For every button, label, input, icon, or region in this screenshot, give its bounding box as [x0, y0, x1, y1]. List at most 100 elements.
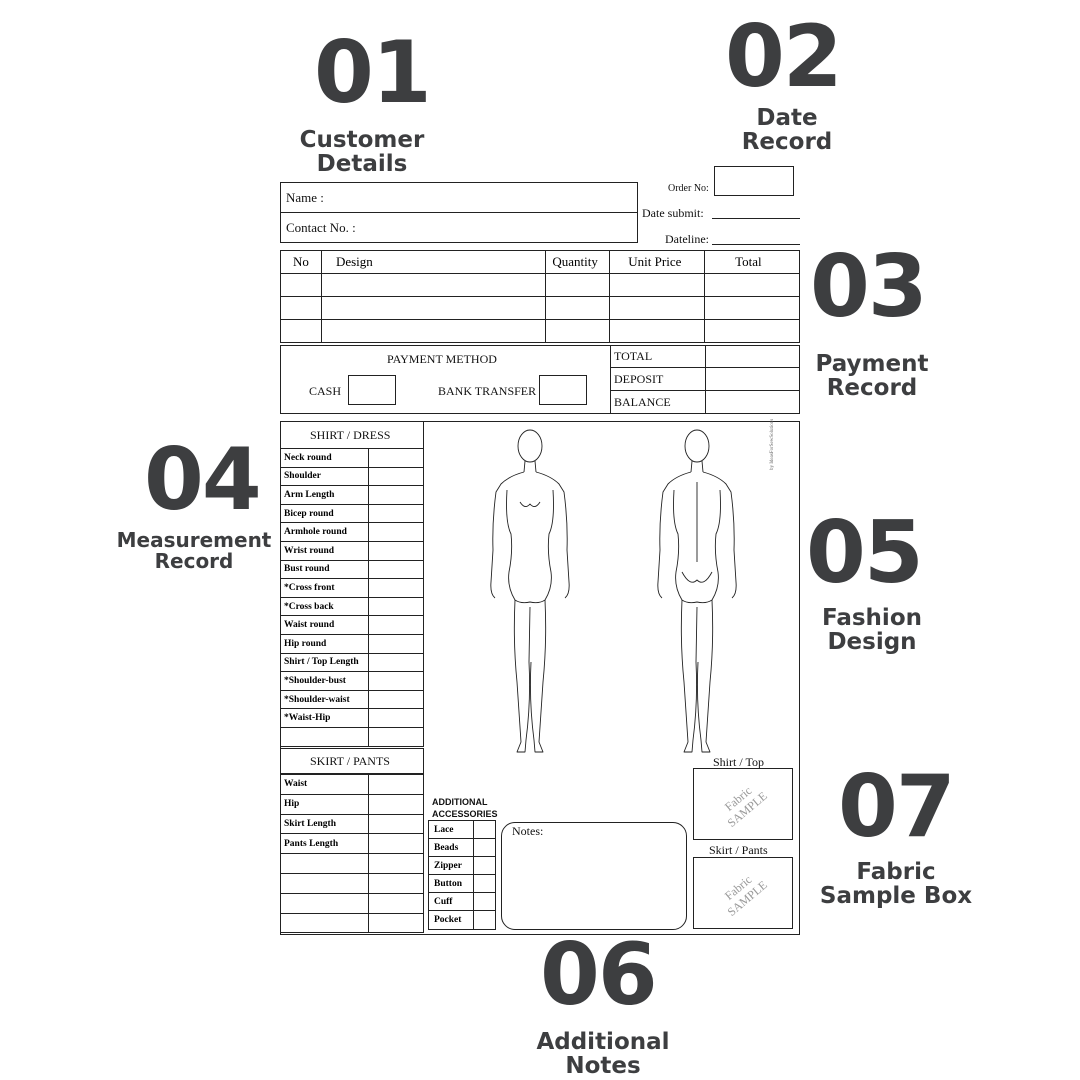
- measurement-row[interactable]: Pants Length: [280, 833, 425, 855]
- measurement-row-value[interactable]: [367, 652, 425, 673]
- measurement-row[interactable]: *Cross back: [280, 596, 425, 617]
- dateline-line[interactable]: [712, 244, 800, 245]
- measurement-row[interactable]: [280, 872, 425, 894]
- measurement-row[interactable]: Skirt Length: [280, 813, 425, 835]
- measurement-row-value[interactable]: [367, 833, 425, 855]
- accessory-row[interactable]: Zipper: [428, 856, 497, 876]
- skirt-pants-header: [280, 748, 424, 774]
- measurement-row-value[interactable]: [367, 540, 425, 561]
- measurement-row-value[interactable]: [367, 726, 425, 747]
- order-col-quantity: Quantity: [545, 250, 611, 274]
- measurement-row-label: [280, 872, 369, 894]
- callout-number-01: 01: [314, 23, 432, 123]
- contact-field[interactable]: [360, 214, 636, 241]
- callout-label-05-line2: Design: [827, 629, 917, 655]
- order-row[interactable]: [280, 319, 800, 343]
- measurement-row-value[interactable]: [367, 522, 425, 542]
- measurement-row-value[interactable]: [367, 671, 425, 691]
- accessory-row-label: Cuff: [428, 892, 474, 912]
- bank-transfer-checkbox[interactable]: [539, 375, 587, 405]
- measurement-row[interactable]: Shirt / Top Length: [280, 652, 425, 673]
- notes-box[interactable]: [501, 822, 687, 930]
- accessories-title-line1: ADDITIONAL: [432, 797, 488, 807]
- accessory-row-label: Lace: [428, 819, 474, 840]
- order-table-header: No Design Quantity Unit Price Total: [280, 250, 800, 274]
- measurement-row-value[interactable]: [367, 633, 425, 654]
- measurement-row-value[interactable]: [367, 503, 425, 524]
- measurement-row[interactable]: Bust round: [280, 559, 425, 580]
- measurement-row-value[interactable]: [367, 813, 425, 835]
- callout-number-07: 07: [838, 757, 956, 857]
- payment-row-line: [610, 367, 800, 368]
- measurement-row-value[interactable]: [367, 853, 425, 874]
- measurement-row[interactable]: Arm Length: [280, 485, 425, 505]
- callout-label-01-line2: Details: [316, 151, 408, 177]
- measurement-row[interactable]: *Shoulder-waist: [280, 689, 425, 710]
- accessory-row[interactable]: Button: [428, 874, 497, 894]
- measurement-row-value[interactable]: [367, 466, 425, 487]
- name-field[interactable]: [330, 184, 636, 211]
- accessory-row-value[interactable]: [472, 910, 497, 930]
- measurement-row-value[interactable]: [367, 774, 425, 795]
- measurement-row[interactable]: [280, 853, 425, 874]
- measurement-row[interactable]: Neck round: [280, 448, 425, 468]
- accessory-row[interactable]: Lace: [428, 819, 497, 840]
- measurement-row[interactable]: Armhole round: [280, 522, 425, 542]
- measurement-row-label: Waist round: [280, 615, 369, 635]
- measurement-row[interactable]: *Cross front: [280, 578, 425, 598]
- measurement-row-value[interactable]: [367, 892, 425, 914]
- measurement-row[interactable]: *Shoulder-bust: [280, 671, 425, 691]
- order-row[interactable]: [280, 296, 800, 320]
- measurement-row-value[interactable]: [367, 615, 425, 635]
- accessory-row-value[interactable]: [472, 892, 497, 912]
- dateline-label: Dateline:: [665, 232, 709, 246]
- measurement-row[interactable]: Waist round: [280, 615, 425, 635]
- measurement-row[interactable]: [280, 892, 425, 914]
- measurement-row-value[interactable]: [367, 689, 425, 710]
- order-row[interactable]: [280, 273, 800, 297]
- accessory-row-value[interactable]: [472, 874, 497, 894]
- measurement-row[interactable]: Bicep round: [280, 503, 425, 524]
- measurement-row-value[interactable]: [367, 596, 425, 617]
- accessory-row[interactable]: Cuff: [428, 892, 497, 912]
- accessory-row[interactable]: Beads: [428, 838, 497, 858]
- measurement-row-value[interactable]: [367, 448, 425, 468]
- measurement-row-value[interactable]: [367, 485, 425, 505]
- measurement-row-label: Armhole round: [280, 522, 369, 542]
- callout-number-03: 03: [810, 237, 928, 337]
- name-field-label: Name :: [286, 190, 324, 205]
- measurement-row-value[interactable]: [367, 708, 425, 728]
- date-submit-line[interactable]: [712, 218, 800, 219]
- measurement-row[interactable]: Hip round: [280, 633, 425, 654]
- measurement-row-value[interactable]: [367, 578, 425, 598]
- order-table: No Design Quantity Unit Price Total: [280, 250, 800, 343]
- measurement-row[interactable]: [280, 912, 425, 934]
- measurement-row[interactable]: Hip: [280, 793, 425, 815]
- measurement-row[interactable]: *Waist-Hip: [280, 708, 425, 728]
- measurement-row[interactable]: Waist: [280, 774, 425, 795]
- order-no-box[interactable]: [714, 166, 794, 196]
- measurement-row[interactable]: Wrist round: [280, 540, 425, 561]
- order-col-total: Total: [704, 250, 800, 274]
- accessory-row-value[interactable]: [472, 856, 497, 876]
- measurement-row-value[interactable]: [367, 559, 425, 580]
- customer-divider: [280, 212, 638, 213]
- measurement-row-value[interactable]: [367, 872, 425, 894]
- payment-divider: [610, 345, 611, 414]
- measurement-row[interactable]: [280, 726, 425, 747]
- callout-label-02: Date Record: [707, 106, 867, 154]
- accessory-row-value[interactable]: [472, 819, 497, 840]
- measurement-row-value[interactable]: [367, 793, 425, 815]
- accessory-row[interactable]: Pocket: [428, 910, 497, 930]
- measurement-row-value[interactable]: [367, 912, 425, 934]
- payment-row-line: [610, 390, 800, 391]
- accessory-row-value[interactable]: [472, 838, 497, 858]
- accessory-row-label: Button: [428, 874, 474, 894]
- shirt-dress-title: SHIRT / DRESS: [310, 428, 391, 442]
- cash-checkbox[interactable]: [348, 375, 396, 405]
- measurement-row[interactable]: Shoulder: [280, 466, 425, 487]
- callout-label-06: Additional Notes: [523, 1030, 683, 1078]
